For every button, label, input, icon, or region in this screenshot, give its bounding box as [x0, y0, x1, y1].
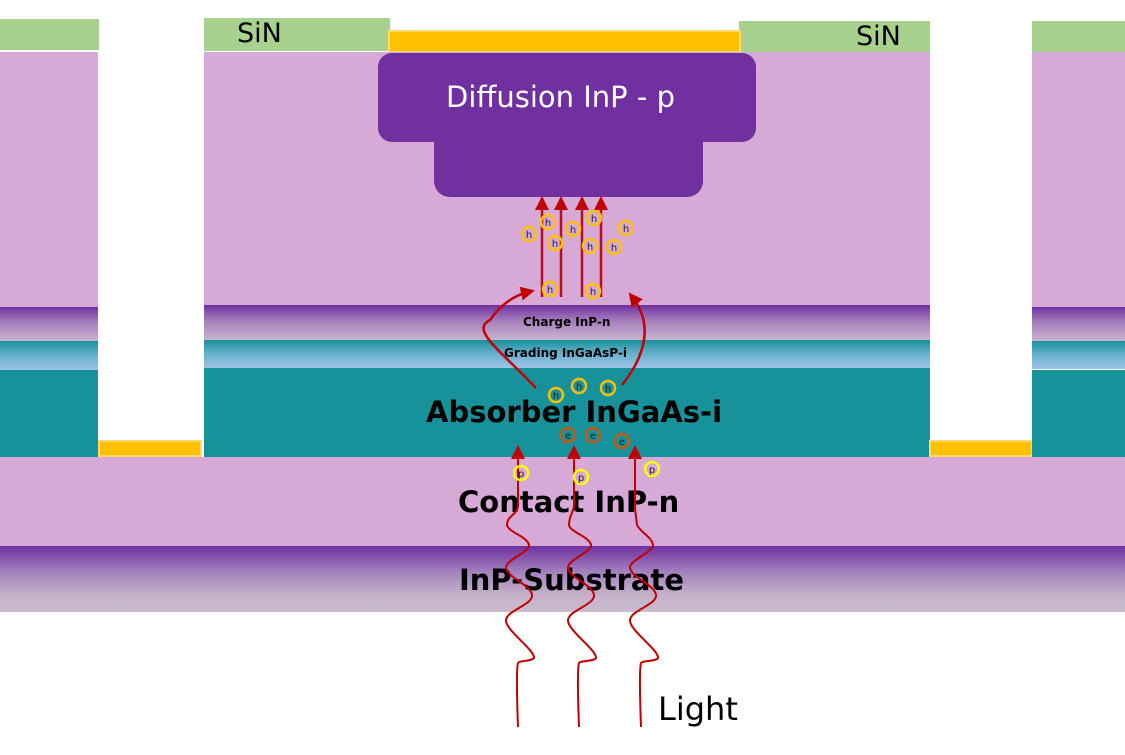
sin-label-left: SiN	[237, 18, 282, 49]
light-wave-2	[567, 445, 597, 728]
light-waves	[505, 445, 659, 728]
hole-carrier: h	[547, 386, 565, 404]
electron-carrier: e	[584, 426, 602, 444]
svg-text:p: p	[578, 473, 584, 484]
contact-layer	[0, 457, 1125, 546]
svg-text:p: p	[518, 469, 524, 480]
sin-layer-left: SiN	[204, 18, 390, 51]
svg-text:h: h	[590, 287, 596, 298]
hole-carrier: h	[585, 209, 603, 227]
absorber-layer-left-outer	[0, 370, 98, 457]
photon-carrier: p	[572, 468, 590, 486]
svg-text:h: h	[545, 218, 551, 229]
light-wave-3	[628, 445, 659, 728]
photon-carrier: p	[643, 460, 661, 478]
svg-text:e: e	[565, 431, 571, 442]
curved-arrow-right	[621, 292, 646, 386]
svg-text:h: h	[547, 285, 553, 296]
photon-carrier: p	[512, 464, 530, 482]
substrate-label: InP-Substrate	[459, 563, 685, 597]
curved-arrow-left	[482, 286, 537, 389]
charge-layer-left-outer	[0, 307, 98, 341]
inp-cap-right-outer	[1032, 52, 1125, 307]
charge-layer	[204, 305, 930, 340]
hole-carrier: h	[581, 237, 599, 255]
svg-text:e: e	[590, 431, 596, 442]
svg-text:h: h	[587, 242, 593, 253]
grading-layer-left-outer	[0, 341, 98, 370]
svg-text:h: h	[526, 230, 532, 241]
svg-text:h: h	[552, 239, 558, 250]
hole-carrier: h	[546, 234, 564, 252]
hole-carrier: h	[599, 379, 617, 397]
diffusion-region-bottom	[434, 120, 703, 197]
hole-carrier: h	[520, 225, 538, 243]
sin-layer-right-outer	[1032, 21, 1125, 52]
grading-layer	[204, 340, 930, 368]
diffusion-label: Diffusion InP - p	[446, 80, 675, 114]
charge-label: Charge InP-n	[523, 315, 611, 329]
svg-text:h: h	[553, 391, 559, 402]
light-label: Light	[658, 690, 738, 728]
grading-label: Grading InGaAsP-i	[504, 346, 627, 360]
inp-cap-left-outer	[0, 52, 98, 307]
svg-text:e: e	[619, 437, 625, 448]
sin-layer-right: SiN	[739, 21, 930, 53]
sin-label-right: SiN	[856, 21, 901, 52]
sin-layer-left-outer	[0, 19, 99, 50]
hole-carrier: h	[564, 220, 582, 238]
svg-text:p: p	[649, 465, 655, 476]
svg-text:h: h	[570, 225, 576, 236]
hole-carrier: h	[617, 219, 635, 237]
svg-text:h: h	[576, 382, 582, 393]
n-contact-left	[98, 440, 202, 457]
electron-carrier: e	[559, 426, 577, 444]
svg-text:h: h	[623, 224, 629, 235]
electron-carrier: e	[613, 432, 631, 450]
hole-carrier: h	[605, 238, 623, 256]
hole-carrier: h	[541, 280, 559, 298]
grading-layer-right-outer	[1032, 341, 1125, 369]
charge-layer-right-outer	[1032, 307, 1125, 341]
absorber-layer-right-outer	[1032, 370, 1125, 457]
absorber-label: Absorber InGaAs-i	[426, 395, 723, 429]
hole-carrier: h	[539, 213, 557, 231]
svg-text:h: h	[611, 243, 617, 254]
svg-text:h: h	[591, 214, 597, 225]
hole-carrier: h	[584, 282, 602, 300]
svg-text:h: h	[605, 384, 611, 395]
hole-carrier: h	[570, 377, 588, 395]
contact-label: Contact InP-n	[458, 485, 680, 519]
substrate-layer	[0, 546, 1125, 612]
light-wave-1	[505, 445, 535, 728]
